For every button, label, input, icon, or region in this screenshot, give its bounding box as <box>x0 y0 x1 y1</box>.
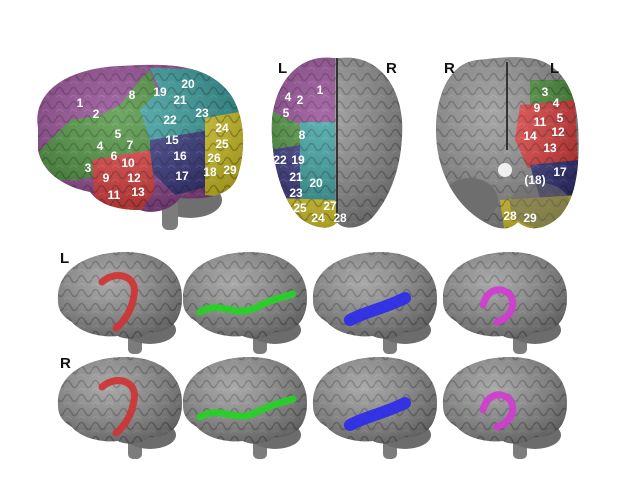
lateral-region-label: 21 <box>173 93 187 107</box>
tract-brain-right-arcuate <box>57 357 182 459</box>
brain-texture <box>442 357 567 444</box>
brain-texture <box>182 252 307 339</box>
fiber-tract <box>196 290 297 316</box>
fiber-tract <box>479 286 517 326</box>
row-right-hemisphere-label: R <box>60 355 71 372</box>
dorsal-region-label: 24 <box>311 211 325 225</box>
lateral-region-label: 18 <box>203 165 217 179</box>
fiber-tract <box>196 395 297 421</box>
fiber-tract <box>344 292 411 326</box>
brain-texture <box>182 357 307 444</box>
lateral-region-label: 23 <box>195 106 209 120</box>
ventral-region-label: 9 <box>534 101 541 115</box>
lateral-region-label: 8 <box>129 88 136 102</box>
lateral-region-label: 6 <box>111 149 118 163</box>
lateral-region-label: 3 <box>85 161 92 175</box>
dorsal-region-label: 8 <box>299 128 306 142</box>
ventral-left-label: L <box>550 60 560 77</box>
dorsal-region-label: 28 <box>333 211 347 225</box>
fiber-tract <box>479 391 517 431</box>
ventral-region-label: 3 <box>542 85 549 99</box>
ventral-region-label: (18) <box>524 173 545 187</box>
fiber-tract <box>98 377 138 437</box>
brain-texture <box>312 252 437 339</box>
ventral-region-label: 29 <box>523 211 537 225</box>
lateral-region-label: 2 <box>93 107 100 121</box>
dorsal-region-label: 2 <box>297 93 304 107</box>
lateral-region-label: 4 <box>97 139 104 153</box>
tract-brain-right-ilf <box>312 357 437 459</box>
ventral-region-label: 17 <box>553 165 567 179</box>
lateral-region-label: 20 <box>181 77 195 91</box>
lateral-region-label: 29 <box>223 163 237 177</box>
ventral-region-label: 4 <box>553 96 560 110</box>
dorsal-right-label: R <box>386 60 397 77</box>
dorsal-left-label: L <box>278 60 288 77</box>
brain-texture <box>312 357 437 444</box>
lateral-region-label: 12 <box>127 171 141 185</box>
lateral-region-label: 5 <box>115 127 122 141</box>
tract-brain-left-ifof <box>182 252 307 354</box>
cerebellum-right <box>510 183 570 227</box>
lateral-region-label: 15 <box>165 133 179 147</box>
cerebellum-left <box>442 178 498 222</box>
lateral-region-label: 17 <box>175 169 189 183</box>
lateral-region-label: 13 <box>131 185 145 199</box>
lateral-region-label: 19 <box>153 85 167 99</box>
fiber-tract <box>344 397 411 431</box>
dorsal-region-label: 23 <box>289 186 303 200</box>
lateral-region-label: 9 <box>103 171 110 185</box>
dorsal-region-label: 4 <box>285 90 292 104</box>
tract-brain-left-arcuate <box>57 252 182 354</box>
ventral-region-label: 13 <box>543 141 557 155</box>
row-left-hemisphere-label: L <box>60 250 70 267</box>
ventral-region-label: 28 <box>503 209 517 223</box>
tract-brain-left-uncinate <box>442 252 567 354</box>
tractography-grid <box>57 252 567 459</box>
lateral-region-label: 1 <box>77 96 84 110</box>
lateral-region-label: 22 <box>163 113 177 127</box>
dorsal-region-label: 27 <box>323 199 337 213</box>
ventral-region-label: 12 <box>551 125 565 139</box>
tract-brain-right-ifof <box>182 357 307 459</box>
brain-texture <box>57 252 182 339</box>
dorsal-region-label: 5 <box>283 106 290 120</box>
lateral-region-label: 7 <box>127 138 134 152</box>
dorsal-region-label: 25 <box>293 201 307 215</box>
ventral-region-label: 5 <box>557 111 564 125</box>
ventral-right-label: R <box>444 60 455 77</box>
lateral-region-label: 16 <box>173 149 187 163</box>
dorsal-region-label: 21 <box>289 170 303 184</box>
dorsal-region-label: 1 <box>317 83 324 97</box>
fiber-tract <box>98 272 138 332</box>
dorsal-region-label: 22 <box>273 153 287 167</box>
ventral-region-label: 11 <box>534 115 547 129</box>
dorsal-region-label: 20 <box>309 176 323 190</box>
brainstem-section <box>498 163 512 177</box>
lateral-region-label: 26 <box>207 151 221 165</box>
lateral-region-label: 25 <box>215 137 229 151</box>
lateral-region-label: 11 <box>108 188 121 202</box>
dorsal-region-label: 19 <box>291 153 305 167</box>
tract-brain-left-ilf <box>312 252 437 354</box>
lateral-region-label: 10 <box>121 156 135 170</box>
lateral-region-label: 24 <box>215 121 229 135</box>
brain-texture <box>57 357 182 444</box>
brain-texture <box>442 252 567 339</box>
ventral-region-label: 14 <box>523 129 537 143</box>
tract-brain-right-uncinate <box>442 357 567 459</box>
ventral-brain-view: 349 5 11 12 14 13 (18) 17 28 29 <box>436 57 579 229</box>
